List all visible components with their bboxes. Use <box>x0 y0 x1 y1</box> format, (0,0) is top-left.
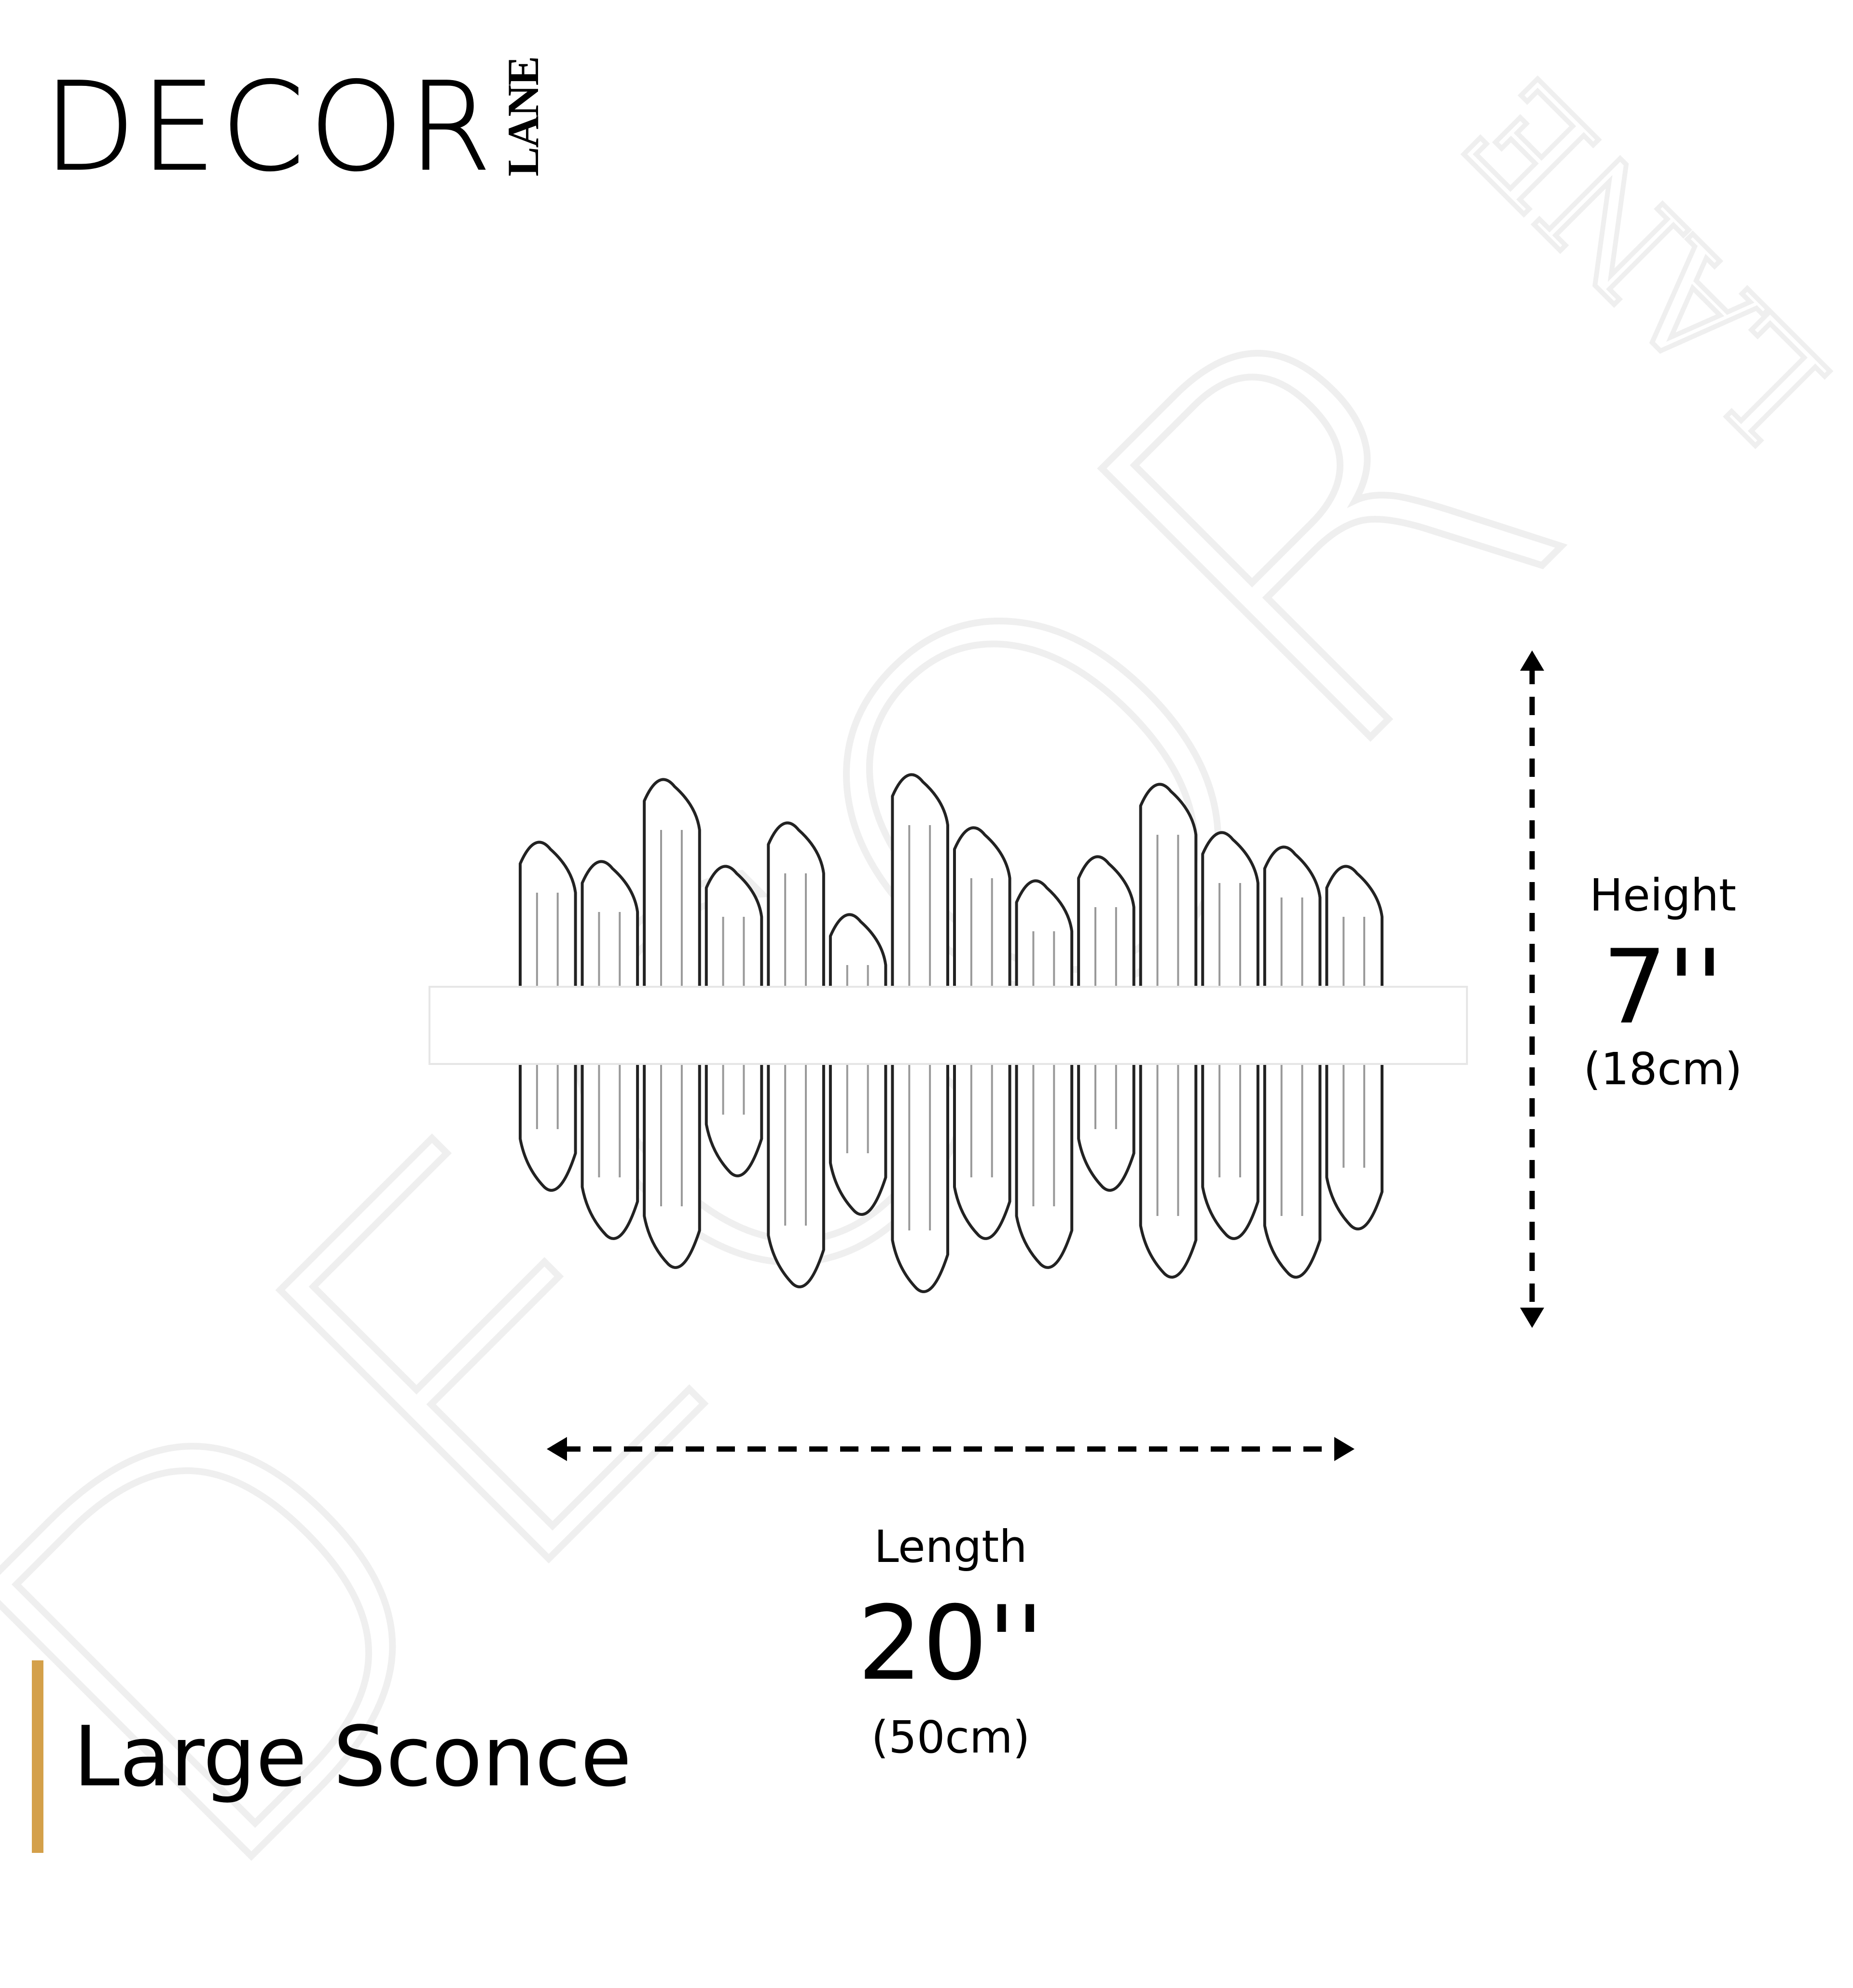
crystal-panel <box>1015 879 1074 1269</box>
height-dimension-arrow <box>1520 650 1544 1328</box>
title-accent-bar <box>32 1660 43 1853</box>
product-title: Large Sconce <box>73 1708 632 1805</box>
height-metric-value: (18cm) <box>1583 1043 1742 1095</box>
product-image <box>429 773 1468 1293</box>
watermark-lane: LANE <box>1432 44 1853 474</box>
sconce-bar <box>429 986 1468 1065</box>
logo-lane-text: LANE <box>498 57 548 177</box>
length-imperial-value: 20'' <box>857 1584 1044 1703</box>
brand-logo: DECOR LANE <box>43 56 548 198</box>
length-dimension-arrow <box>547 1437 1355 1461</box>
length-label: Length <box>874 1521 1027 1573</box>
height-label: Height <box>1589 870 1737 921</box>
logo-decor-text: DECOR <box>43 56 497 198</box>
height-imperial-value: 7'' <box>1602 927 1724 1047</box>
length-metric-value: (50cm) <box>871 1712 1030 1763</box>
